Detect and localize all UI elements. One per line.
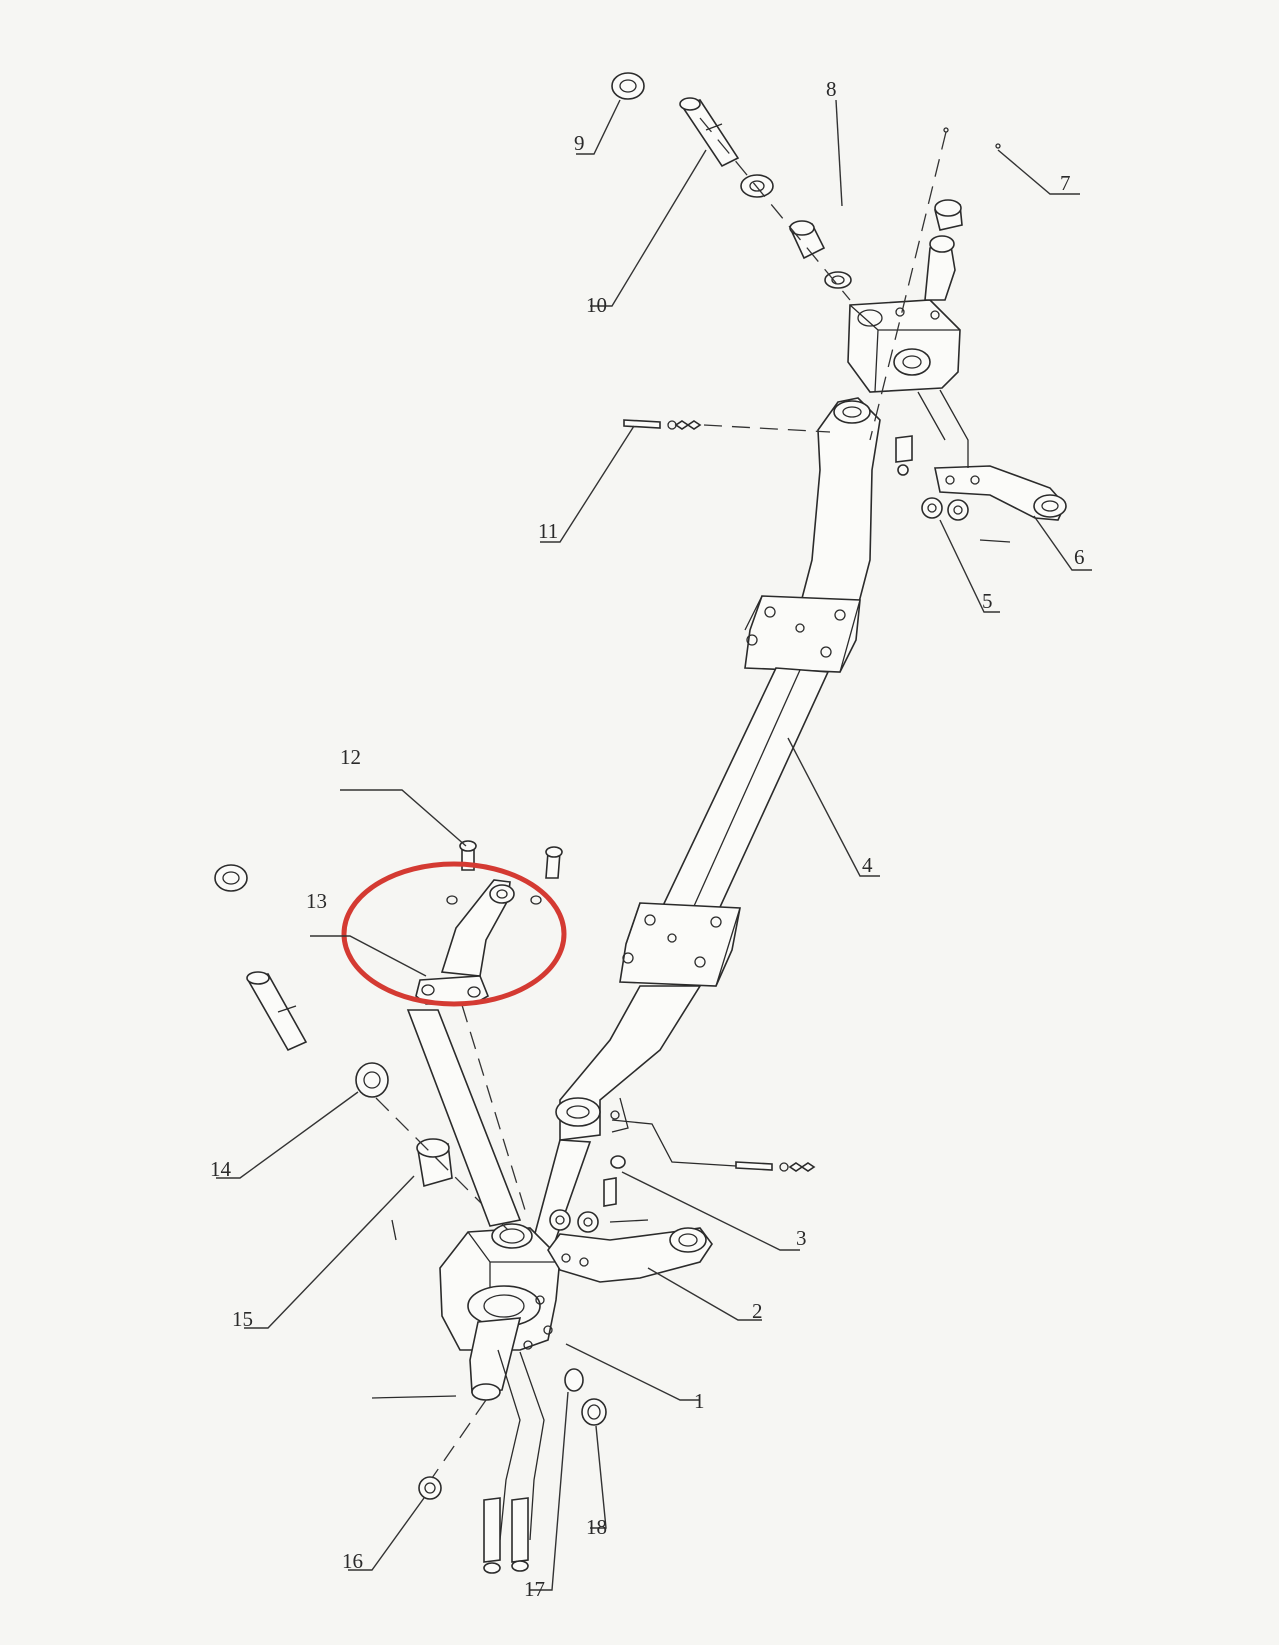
- upper-kingpin-parts: [611, 72, 1001, 441]
- leader-lines: [216, 99, 1092, 1591]
- bracket-part-13: [406, 840, 563, 1227]
- callout-12: 12: [340, 745, 361, 769]
- upper-knuckle-assembly: [847, 199, 1067, 543]
- lower-knuckle-assembly: [371, 1209, 713, 1574]
- callout-7: 7: [1060, 171, 1071, 195]
- callout-6: 6: [1074, 545, 1085, 569]
- callout-3: 3: [796, 1226, 807, 1250]
- callout-10: 10: [586, 293, 607, 317]
- callout-14: 14: [210, 1157, 232, 1181]
- callout-15: 15: [232, 1307, 253, 1331]
- callout-5: 5: [982, 589, 993, 613]
- callout-13: 13: [306, 889, 327, 913]
- tie-rod-pin-upper: [623, 419, 831, 433]
- tie-rod-pin-lower: [603, 1119, 816, 1207]
- lower-kingpin-parts: [214, 864, 511, 1241]
- callout-2: 2: [752, 1299, 763, 1323]
- highlight-ring: [341, 861, 567, 1007]
- callout-11: 11: [538, 519, 558, 543]
- callout-1: 1: [694, 1389, 705, 1413]
- callout-16: 16: [342, 1549, 363, 1573]
- callout-9: 9: [574, 131, 585, 155]
- axle-beam: [528, 397, 881, 1253]
- callout-8: 8: [826, 77, 837, 101]
- callout-18: 18: [586, 1515, 607, 1539]
- callout-4: 4: [862, 853, 873, 877]
- callout-17: 17: [524, 1577, 545, 1601]
- callout-labels: 1 2 3 4 5 6 7 8 9 10 11 12 13 14 15 16 1…: [210, 77, 1085, 1601]
